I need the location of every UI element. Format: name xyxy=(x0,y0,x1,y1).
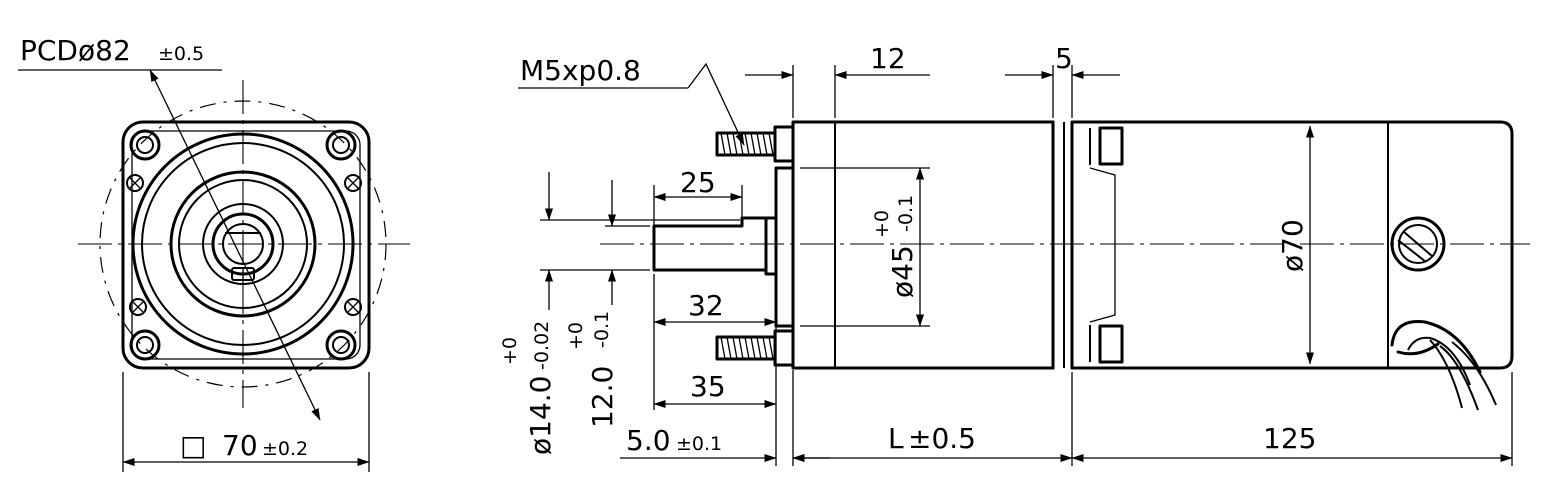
dim-5: 5 xyxy=(1055,42,1073,75)
mount-hole-bottom-right xyxy=(325,329,357,361)
screw-left-lower xyxy=(129,298,147,316)
shaft-dia-tol-upper: +0 xyxy=(499,337,521,365)
mount-hole-top-right xyxy=(325,129,357,161)
screw-left-upper xyxy=(126,174,144,192)
width-tolerance: ±0.2 xyxy=(262,438,308,460)
pilot-dia-main: ø45 xyxy=(886,245,919,298)
mount-stud-bottom xyxy=(715,329,795,367)
motor-slot-top xyxy=(1098,126,1124,166)
mount-hole-bottom-left xyxy=(129,329,161,361)
shaft-dia-main: ø14.0 xyxy=(524,376,557,455)
thread-leader xyxy=(687,62,745,146)
square-symbol: □ xyxy=(180,429,206,462)
motor-slot-bottom xyxy=(1098,324,1124,364)
thread-label: M5xp0.8 xyxy=(520,54,641,87)
mount-stud-top xyxy=(715,125,795,163)
pilot-len-tol: ±0.1 xyxy=(676,433,722,455)
gearbox-body xyxy=(791,120,1055,370)
output-shaft xyxy=(652,216,768,272)
screw-right-upper xyxy=(344,174,362,192)
width-value: 70 xyxy=(222,429,258,462)
pcd-label: PCDø82 xyxy=(20,34,131,67)
motor-body xyxy=(1070,120,1514,370)
dim-25: 25 xyxy=(680,166,716,199)
pilot-boss xyxy=(774,166,795,328)
pilot-dia-tol-upper: +0 xyxy=(871,210,893,238)
side-view: M5xp0.8 12 5 25 32 35 ø45 +0 -0.1 xyxy=(499,42,1530,466)
body-dia: ø70 xyxy=(1276,219,1309,272)
flange-square xyxy=(121,120,371,370)
cable xyxy=(1390,319,1497,411)
dim-125: 125 xyxy=(1263,422,1316,455)
mount-hole-top-left xyxy=(129,129,161,161)
pcd-tolerance: ±0.5 xyxy=(158,43,204,65)
length-main: L xyxy=(888,422,904,455)
length-tol: ±0.5 xyxy=(908,422,976,455)
cable-connector xyxy=(1390,216,1446,272)
shaft-dia-tol-lower: -0.02 xyxy=(531,321,553,370)
dim-32: 32 xyxy=(688,289,724,322)
front-view: PCDø82 ±0.5 □ 70 ±0.2 xyxy=(18,34,410,472)
pilot-dia-tol-lower: -0.1 xyxy=(895,195,917,232)
pilot-len-main: 5.0 xyxy=(626,424,671,457)
flat-tol-upper: +0 xyxy=(565,322,587,350)
screw-right-lower xyxy=(344,298,362,316)
flat-tol-lower: -0.1 xyxy=(591,311,613,348)
pcd-dimension-line xyxy=(149,69,321,421)
flat-main: 12.0 xyxy=(586,366,619,428)
dim-35: 35 xyxy=(690,370,726,403)
dim-12: 12 xyxy=(870,42,906,75)
